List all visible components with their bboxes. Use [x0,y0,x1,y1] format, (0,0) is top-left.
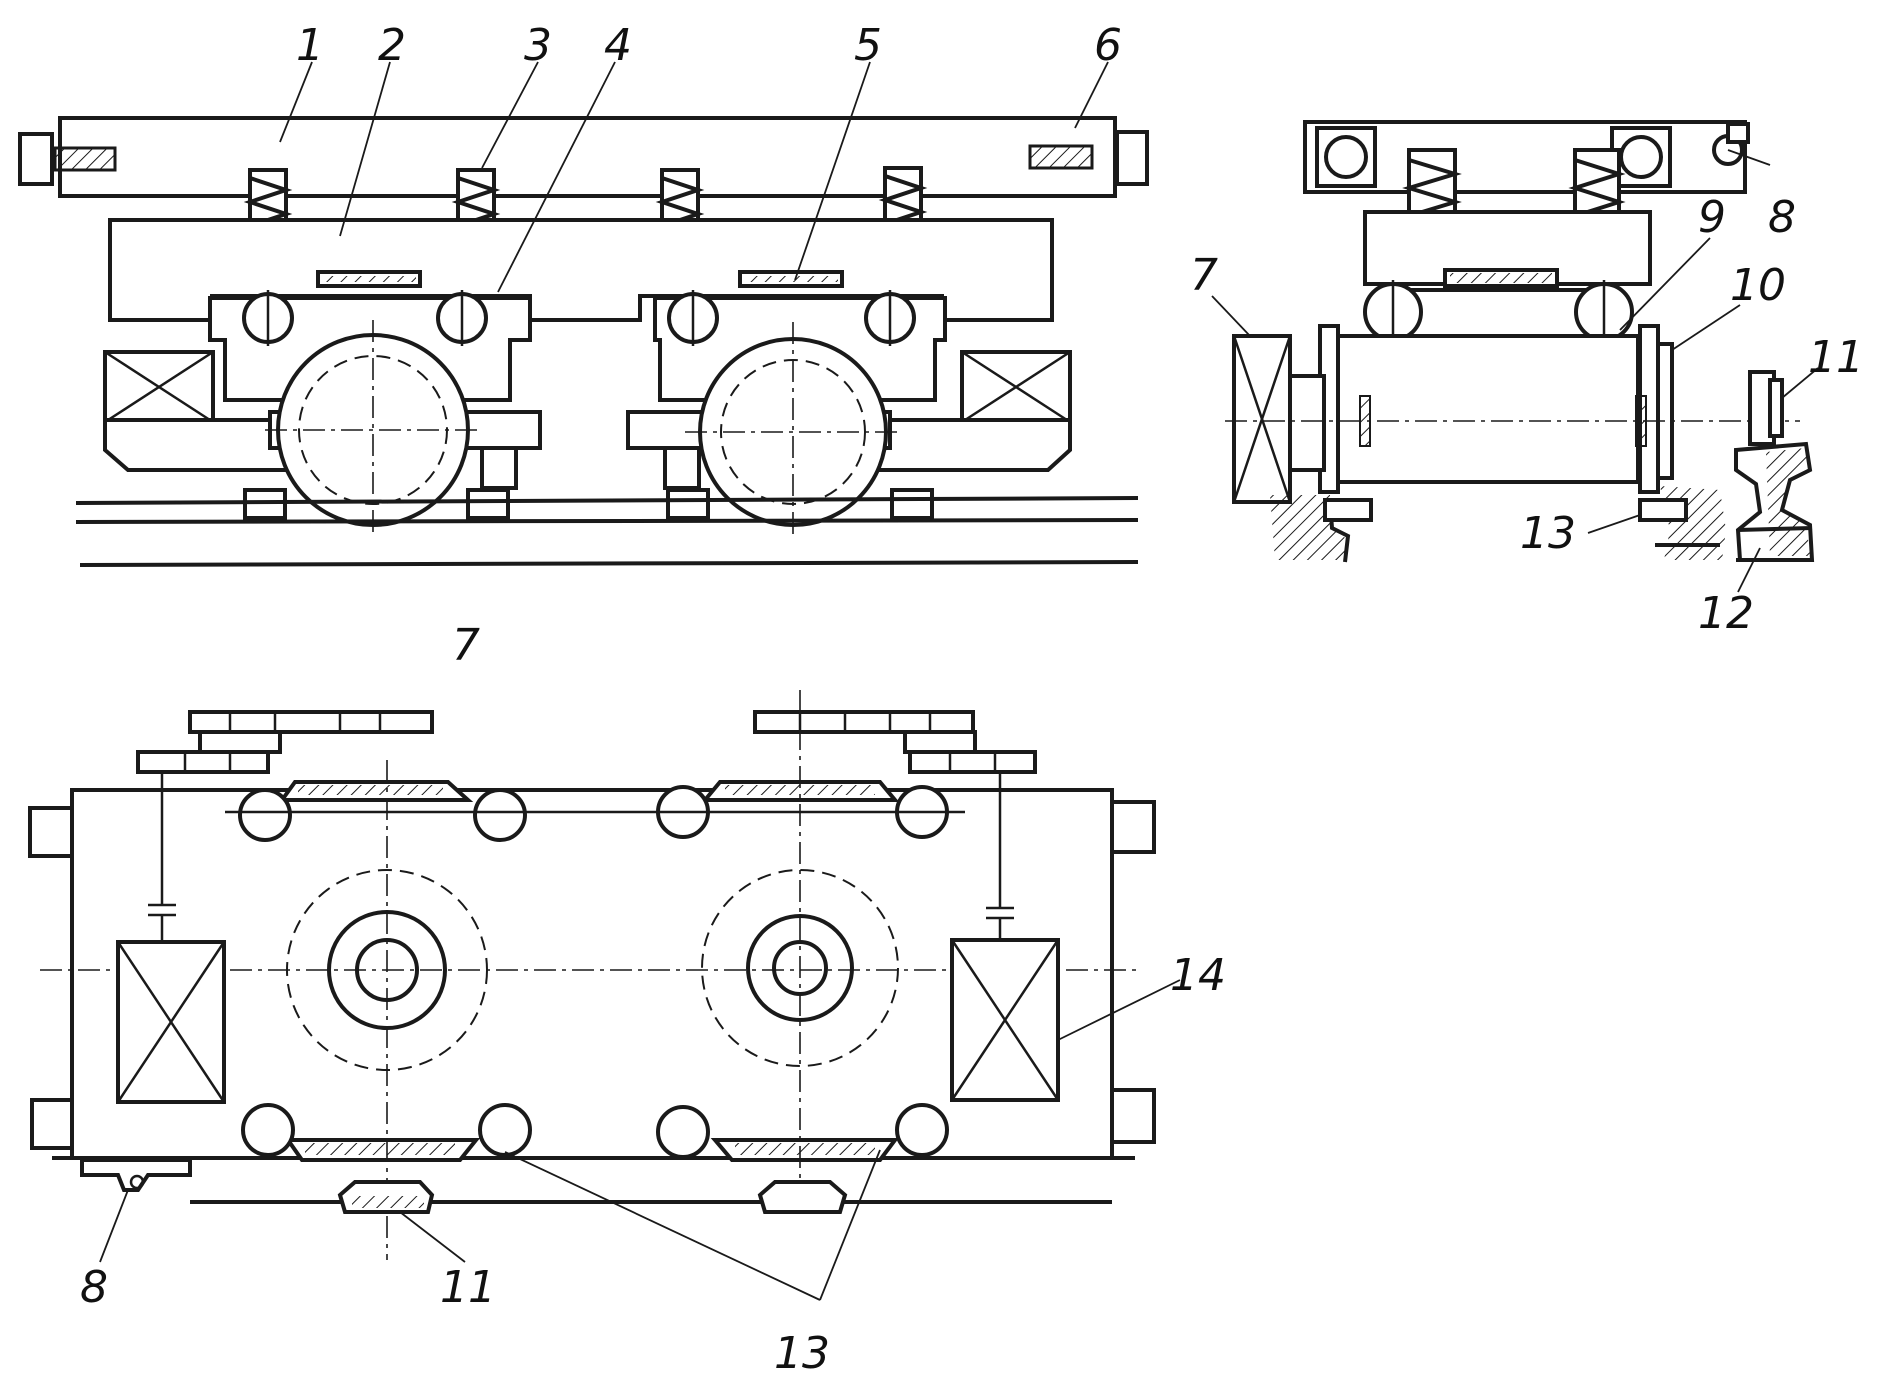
label-1: 1 [296,20,324,71]
rail-top [75,496,1139,505]
label-4: 4 [604,20,632,71]
label-3: 3 [524,20,552,71]
label-8-end: 8 [1768,192,1796,243]
end-view [1225,120,1815,563]
label-13-plan: 13 [774,1328,830,1376]
label-12: 12 [1698,588,1754,639]
frame-1 [58,116,1117,198]
plan-wheel-right [701,869,899,1067]
label-2: 2 [378,20,406,71]
label-5: 5 [854,20,882,71]
buffer-right-hatch [1028,144,1094,170]
leader-lines [99,61,1819,1301]
label-9: 9 [1698,192,1726,243]
label-11-end: 11 [1808,332,1864,383]
label-11-plan: 11 [440,1262,496,1313]
callout-labels: 1 2 3 4 5 6 7 8 9 10 11 12 13 7 14 8 11 … [80,20,1864,1376]
label-14: 14 [1170,950,1226,1001]
label-7-end: 7 [1190,250,1218,301]
buffer-left [18,132,54,186]
buffer-left-hatch [53,146,117,172]
side-view [18,116,1149,567]
label-7-plan: 7 [452,620,480,671]
end-wheel-barrel [1333,334,1640,484]
label-10: 10 [1730,260,1786,311]
plan-view [28,690,1156,1260]
label-6: 6 [1094,20,1122,71]
buffer-right [1115,130,1149,186]
label-13-end: 13 [1520,508,1576,559]
label-8-plan: 8 [80,1262,108,1313]
